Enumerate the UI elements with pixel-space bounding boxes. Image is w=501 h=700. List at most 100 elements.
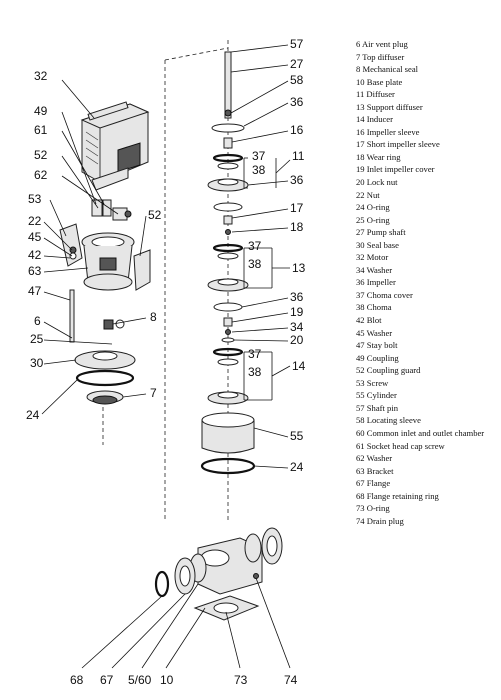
legend-item: 34 Washer <box>356 264 393 275</box>
legend-item: 27 Pump shaft <box>356 227 406 238</box>
legend-item: 24 O-ring <box>356 202 390 213</box>
legend-item: 22 Nut <box>356 189 380 200</box>
callout-52-top: 52 <box>34 148 48 162</box>
legend-item: 25 O-ring <box>356 214 390 225</box>
callout-36a: 36 <box>290 95 304 109</box>
legend-item: 60 Common inlet and outlet chamber <box>356 427 485 438</box>
stage-upper <box>207 123 249 192</box>
legend-item: 18 Wear ring <box>356 151 401 162</box>
callout-68: 68 <box>70 673 84 687</box>
callout-11: 11 <box>292 149 305 163</box>
top-diffuser-part <box>86 390 124 405</box>
legend-item: 45 Washer <box>356 327 393 338</box>
callout-25: 25 <box>30 332 44 346</box>
callout-36c: 36 <box>290 290 304 304</box>
stay-bolt-part <box>69 289 75 343</box>
legend-item: 73 O-ring <box>356 503 390 514</box>
legend-item: 13 Support diffuser <box>356 101 423 112</box>
legend-item: 8 Mechanical seal <box>356 64 419 75</box>
legend-item: 47 Stay bolt <box>356 340 398 351</box>
legend-item: 20 Lock nut <box>356 177 398 188</box>
callout-58: 58 <box>290 73 304 87</box>
callout-7: 7 <box>150 386 157 400</box>
callout-73: 73 <box>234 673 248 687</box>
callout-8: 8 <box>150 310 157 324</box>
stage-middle <box>207 202 249 292</box>
legend-item: 10 Base plate <box>356 76 403 87</box>
callout-47: 47 <box>28 284 42 298</box>
callout-34: 34 <box>290 320 304 334</box>
bracket-part <box>81 232 135 291</box>
legend-item: 42 Blot <box>356 315 382 326</box>
flange-left-part <box>154 557 196 598</box>
callout-16: 16 <box>290 123 304 137</box>
legend-item: 53 Screw <box>356 377 389 388</box>
locating-sleeve-part <box>224 109 232 117</box>
seal-base-part <box>74 350 136 370</box>
callout-67: 67 <box>100 673 114 687</box>
legend-item: 30 Seal base <box>356 239 399 250</box>
cylinder-part <box>201 412 255 454</box>
callout-53: 53 <box>28 192 42 206</box>
callout-45: 45 <box>28 230 42 244</box>
callout-55: 55 <box>290 429 304 443</box>
callout-27: 27 <box>290 57 304 71</box>
pump-shaft-part <box>224 51 232 119</box>
callout-14: 14 <box>292 359 306 373</box>
legend-item: 38 Choma <box>356 302 392 313</box>
coupling-part <box>91 199 132 221</box>
base-plate-part <box>193 595 260 621</box>
legend-item: 61 Socket head cap screw <box>356 440 445 451</box>
legend-item: 67 Flange <box>356 478 391 489</box>
callout-19: 19 <box>290 305 304 319</box>
callout-18: 18 <box>290 220 304 234</box>
legend-item: 57 Shaft pin <box>356 402 399 413</box>
callout-74: 74 <box>284 673 298 687</box>
o-ring-left-part <box>75 369 135 387</box>
callout-17: 17 <box>290 201 304 215</box>
callout-36b: 36 <box>290 173 304 187</box>
inlet-outlet-chamber-part <box>189 533 263 595</box>
mechanical-seal-part <box>115 319 125 329</box>
callout-42: 42 <box>28 248 42 262</box>
axis-connector <box>164 47 229 61</box>
callout-32: 32 <box>34 69 48 83</box>
legend-item: 19 Inlet impeller cover <box>356 164 435 175</box>
legend-item: 36 Impeller <box>356 277 396 288</box>
callout-37c: 37 <box>248 347 262 361</box>
drain-plug-part <box>253 573 259 579</box>
callout-5-60: 5/60 <box>128 673 152 687</box>
stage-lower <box>207 302 249 405</box>
callout-38a: 38 <box>252 163 266 177</box>
leader-lines <box>41 44 291 669</box>
parts-legend: 6 Air vent plug 7 Top diffuser 8 Mechani… <box>356 38 484 527</box>
callout-61: 61 <box>34 123 48 137</box>
callout-6: 6 <box>34 314 41 328</box>
callout-63: 63 <box>28 264 42 278</box>
callout-20: 20 <box>290 333 304 347</box>
legend-item: 74 Drain plug <box>356 515 404 526</box>
legend-item: 62 Washer <box>356 453 393 464</box>
legend-item: 68 Flange retaining ring <box>356 490 439 501</box>
legend-item: 7 Top diffuser <box>356 51 405 62</box>
legend-item: 49 Coupling <box>356 352 399 363</box>
coupling-guard-right-part <box>133 249 151 291</box>
callout-49: 49 <box>34 104 48 118</box>
washer-part <box>69 252 77 260</box>
legend-item: 6 Air vent plug <box>356 39 408 49</box>
legend-item: 63 Bracket <box>356 465 394 476</box>
legend-item: 55 Cylinder <box>356 390 397 401</box>
callout-24-right: 24 <box>290 460 304 474</box>
legend-item: 17 Short impeller sleeve <box>356 139 440 150</box>
callout-24-left: 24 <box>26 408 40 422</box>
legend-item: 32 Motor <box>356 252 389 263</box>
callout-57: 57 <box>290 37 304 51</box>
callout-62: 62 <box>34 168 48 182</box>
legend-item: 58 Locating sleeve <box>356 415 421 426</box>
callout-37b: 37 <box>248 239 262 253</box>
callout-13: 13 <box>292 261 306 275</box>
group-bracket-14 <box>243 351 291 401</box>
callout-labels: 57 27 58 36 16 37 38 11 36 17 18 37 38 1… <box>26 37 306 687</box>
